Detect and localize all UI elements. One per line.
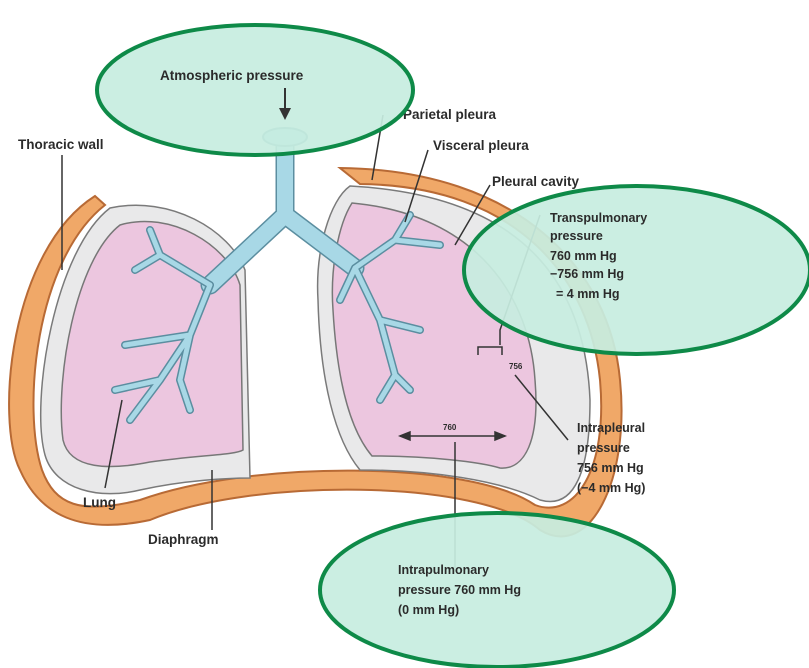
svg-text:Transpulmonary: Transpulmonary <box>550 211 647 225</box>
svg-text:Intrapulmonary: Intrapulmonary <box>398 563 489 577</box>
svg-text:pressure: pressure <box>577 441 630 455</box>
intrapulmonary-bubble: Intrapulmonary pressure 760 mm Hg (0 mm … <box>320 513 674 667</box>
atmospheric-bubble: Atmospheric pressure <box>97 25 413 155</box>
label-pleural-cavity: Pleural cavity <box>492 174 580 189</box>
label-diaphragm: Diaphragm <box>148 532 219 547</box>
svg-text:= 4 mm Hg: = 4 mm Hg <box>556 287 620 301</box>
label-atmospheric-pressure: Atmospheric pressure <box>160 68 304 83</box>
label-lung: Lung <box>83 495 116 510</box>
label-thoracic-wall: Thoracic wall <box>18 137 104 152</box>
svg-text:−756 mm Hg: −756 mm Hg <box>550 267 624 281</box>
svg-text:760 mm Hg: 760 mm Hg <box>550 249 617 263</box>
svg-text:(0 mm Hg): (0 mm Hg) <box>398 603 459 617</box>
svg-text:pressure 760 mm Hg: pressure 760 mm Hg <box>398 583 521 597</box>
svg-text:(−4 mm Hg): (−4 mm Hg) <box>577 481 645 495</box>
svg-text:pressure: pressure <box>550 229 603 243</box>
gauge-label-760: 760 <box>443 423 457 432</box>
gauge-label-756: 756 <box>509 362 523 371</box>
transpulmonary-bubble: Transpulmonary pressure 760 mm Hg −756 m… <box>464 186 809 354</box>
label-visceral-pleura: Visceral pleura <box>433 138 529 153</box>
svg-text:Intrapleural: Intrapleural <box>577 421 645 435</box>
svg-text:756 mm Hg: 756 mm Hg <box>577 461 644 475</box>
label-parietal-pleura: Parietal pleura <box>403 107 497 122</box>
